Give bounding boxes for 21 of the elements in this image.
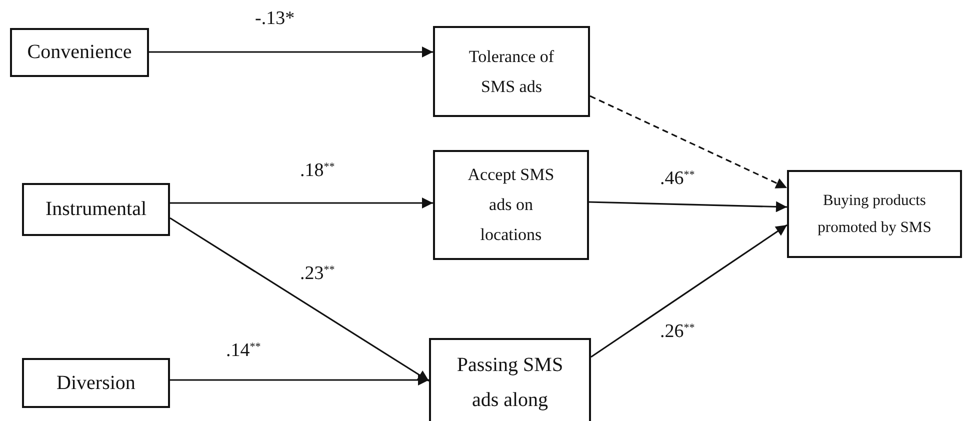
arrow bbox=[170, 217, 430, 382]
node-label: Tolerance of SMS ads bbox=[468, 46, 556, 98]
arrow bbox=[590, 224, 788, 358]
arrow bbox=[590, 95, 788, 189]
arrow bbox=[170, 374, 429, 386]
node-label: Passing SMS ads along bbox=[456, 353, 564, 413]
arrow bbox=[149, 46, 433, 58]
construct-box bbox=[433, 150, 589, 260]
construct-box bbox=[787, 170, 962, 258]
node-label: Accept SMS ads on locations bbox=[466, 164, 556, 246]
arrow bbox=[588, 201, 788, 212]
node-label: Diversion bbox=[56, 370, 136, 396]
arrow bbox=[170, 198, 433, 208]
node-label: Instrumental bbox=[45, 197, 147, 222]
construct-box bbox=[433, 26, 590, 117]
node-label: Convenience bbox=[27, 40, 132, 65]
construct-box bbox=[22, 183, 170, 236]
construct-box bbox=[429, 338, 591, 421]
construct-box bbox=[22, 358, 170, 408]
node-label: Buying products promoted by SMS bbox=[816, 190, 932, 238]
construct-box bbox=[10, 28, 149, 77]
